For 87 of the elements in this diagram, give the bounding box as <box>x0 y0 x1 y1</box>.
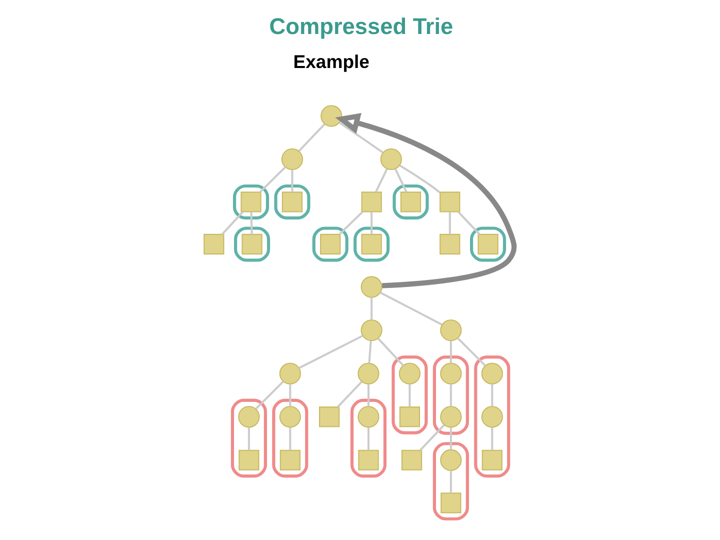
node-box <box>320 234 340 255</box>
cluster <box>432 356 468 435</box>
node-circle <box>440 449 462 471</box>
connector <box>457 211 480 236</box>
cluster <box>272 398 308 478</box>
cluster <box>392 184 428 220</box>
node-box <box>240 192 261 212</box>
node-circle <box>278 406 300 428</box>
cluster <box>350 398 386 478</box>
cluster <box>234 226 270 262</box>
node-box <box>360 234 382 255</box>
cluster <box>230 398 266 478</box>
connector <box>490 427 493 450</box>
cluster <box>432 442 468 520</box>
connector <box>336 381 362 408</box>
connector <box>290 170 293 192</box>
node-box <box>477 234 498 255</box>
connector <box>298 334 363 369</box>
node-box <box>358 450 378 470</box>
connector <box>449 384 452 406</box>
cluster <box>353 226 390 262</box>
node-circle <box>360 276 382 298</box>
node-box <box>281 192 302 212</box>
connector <box>298 123 325 152</box>
node-circle <box>440 406 462 428</box>
node-box <box>400 192 421 212</box>
node-box <box>439 234 460 255</box>
cluster <box>470 226 506 262</box>
node-circle <box>320 105 342 127</box>
connector <box>418 424 444 451</box>
node-circle <box>360 319 382 342</box>
connector <box>456 337 486 366</box>
arrow <box>334 112 516 288</box>
connector <box>370 212 372 234</box>
node-circle <box>380 148 402 170</box>
cluster <box>232 184 269 220</box>
connector <box>376 338 404 366</box>
connector <box>490 384 493 406</box>
node-circle <box>480 406 502 428</box>
connector <box>366 384 370 406</box>
connector <box>366 427 370 450</box>
node-circle <box>440 319 462 342</box>
node-circle <box>440 362 462 384</box>
node-box <box>279 450 300 470</box>
node-box <box>481 450 502 470</box>
connector <box>258 166 286 193</box>
node-box <box>400 450 422 470</box>
connector <box>254 380 284 410</box>
label: Example <box>292 50 369 72</box>
node-box <box>440 492 461 514</box>
connector <box>448 212 450 234</box>
node-circle <box>398 362 420 384</box>
node-circle <box>480 362 502 384</box>
cluster <box>274 184 310 220</box>
connector <box>408 384 410 407</box>
connector <box>288 427 291 450</box>
node-box <box>318 406 340 428</box>
connector <box>379 292 442 326</box>
node-box <box>360 192 382 212</box>
connector <box>398 164 440 194</box>
cluster <box>391 356 428 434</box>
diagram-title: Compressed Trie <box>268 13 453 40</box>
connector <box>374 168 388 192</box>
connector <box>247 427 250 450</box>
connector <box>449 340 452 364</box>
connector <box>449 427 452 450</box>
node-circle <box>357 406 379 428</box>
connector <box>370 298 372 320</box>
node-box <box>238 450 259 470</box>
connector <box>250 212 252 234</box>
node-box <box>203 234 224 255</box>
node-circle <box>357 362 379 384</box>
connector <box>368 340 372 364</box>
connector <box>338 122 383 154</box>
cluster <box>474 356 510 478</box>
connector <box>288 384 291 406</box>
connector <box>449 470 452 494</box>
connector <box>220 211 244 236</box>
connector <box>394 168 407 192</box>
node-circle <box>280 148 303 170</box>
node-circle <box>278 362 300 384</box>
node-box <box>439 192 460 212</box>
node-box <box>398 406 420 428</box>
node-circle <box>238 406 260 428</box>
node-box <box>241 234 262 255</box>
connector <box>338 211 363 236</box>
cluster <box>312 226 348 262</box>
